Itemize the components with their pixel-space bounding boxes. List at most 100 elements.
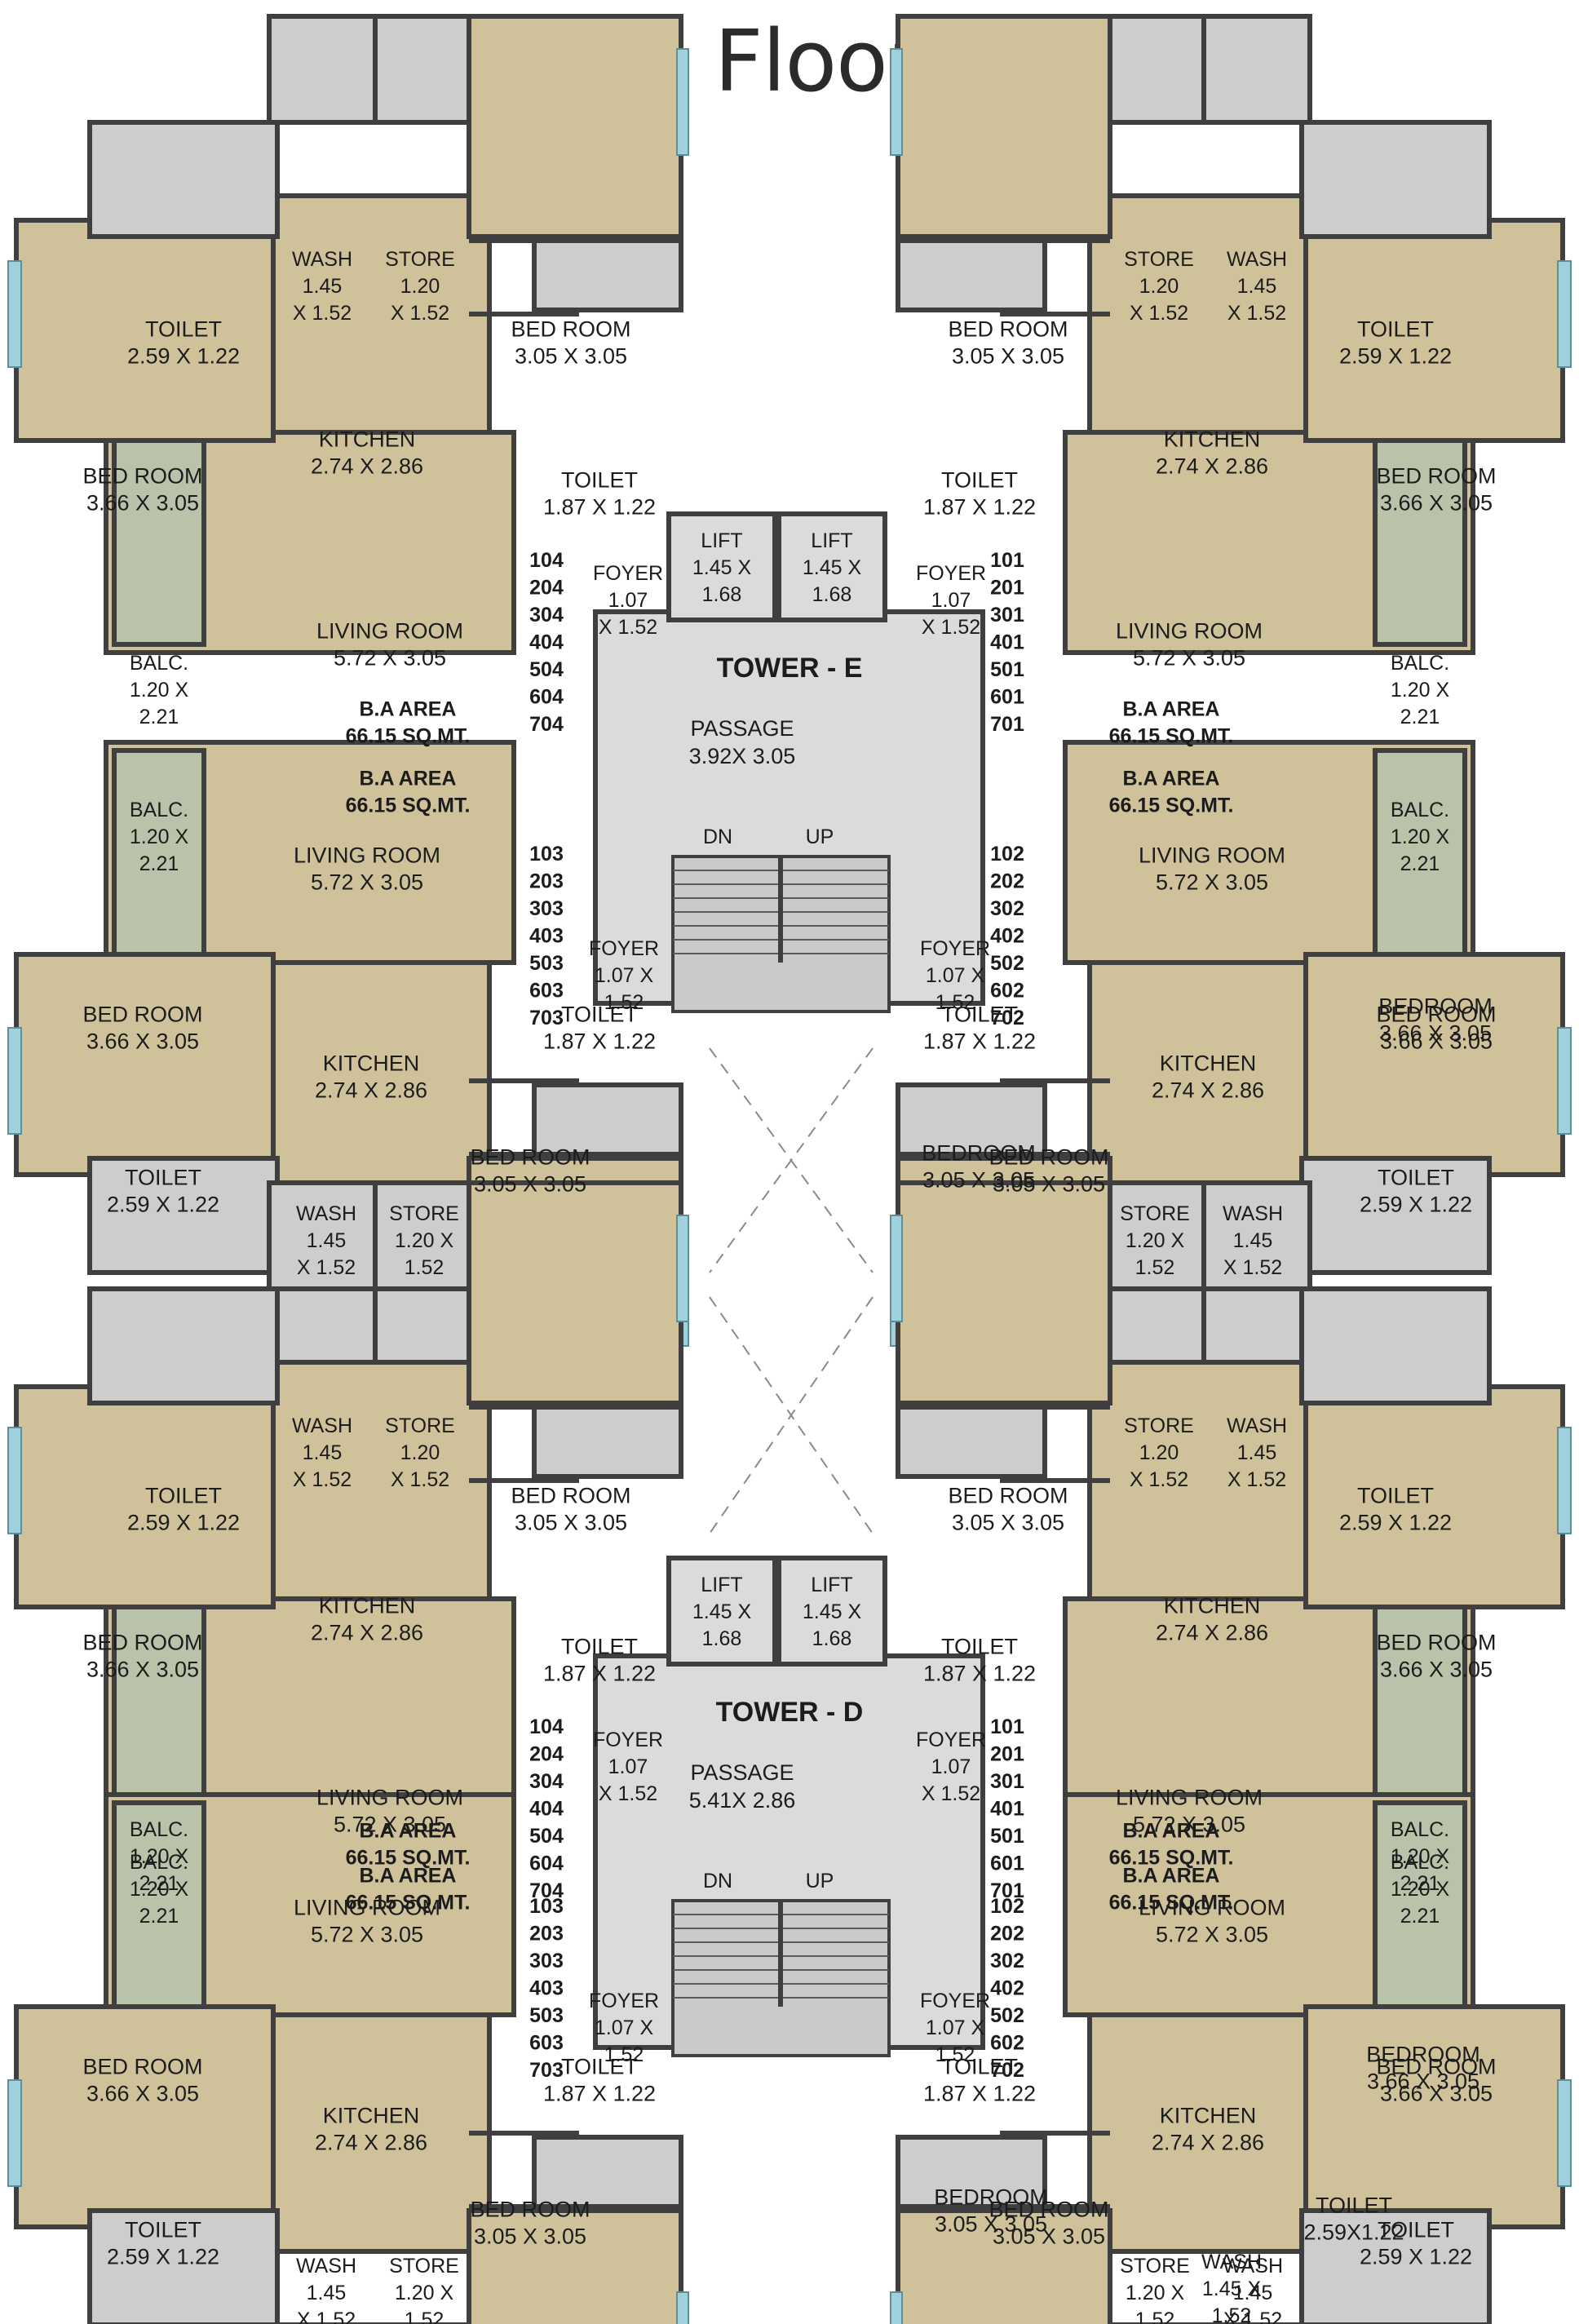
flat-number: 301 xyxy=(990,604,1024,626)
core-tower_e-lift-right xyxy=(776,511,887,622)
core-tower_d-lift-right xyxy=(776,1556,887,1667)
e-tl-toilet-small xyxy=(532,234,683,312)
flat-number: 101 xyxy=(990,1715,1024,1738)
core-tower_d-label: TOWER - D xyxy=(716,1697,864,1728)
window xyxy=(1557,260,1572,368)
flat-number: 703 xyxy=(529,2059,564,2082)
stair-dn-label: DN xyxy=(703,1870,732,1892)
flat-number: 204 xyxy=(529,577,564,600)
flat-number: 401 xyxy=(990,631,1024,654)
d-br-balcony xyxy=(1373,1800,1467,2017)
e-bl-toilet-small xyxy=(532,1082,683,1161)
flat-number: 602 xyxy=(990,2032,1024,2055)
flat-number: 101 xyxy=(990,549,1024,572)
window xyxy=(7,1427,22,1534)
flat-number: 704 xyxy=(529,713,564,736)
flat-number: 202 xyxy=(990,1923,1024,1946)
window xyxy=(676,48,689,156)
flat-number: 104 xyxy=(529,549,564,572)
flat-number: 303 xyxy=(529,1950,564,1972)
e-tr-wash xyxy=(1201,14,1312,125)
flat-number: 304 xyxy=(529,604,564,626)
flat-number: 702 xyxy=(990,2059,1024,2082)
flat-number: 401 xyxy=(990,1798,1024,1821)
e-tr-bed-room-large xyxy=(1303,218,1565,443)
flat-number: 404 xyxy=(529,1798,564,1821)
d-bl-bed-room-large xyxy=(14,2004,276,2229)
window xyxy=(1557,1427,1572,1534)
flat-number: 702 xyxy=(990,1007,1024,1029)
window xyxy=(676,1215,689,1322)
e-br-bed-room-large xyxy=(1303,952,1565,1177)
flat-number: 504 xyxy=(529,1825,564,1848)
flat-number: 503 xyxy=(529,2004,564,2027)
flat-number: 604 xyxy=(529,1853,564,1875)
d-tl-bed-room-large xyxy=(14,1384,276,1609)
d-tr-toilet-small xyxy=(896,1401,1047,1479)
flat-number: 601 xyxy=(990,686,1024,709)
light-well-diagonal xyxy=(709,1047,874,1273)
e-tl-bed-room-large xyxy=(14,218,276,443)
e-tr-toilet-small xyxy=(896,234,1047,312)
flat-number: 703 xyxy=(529,1007,564,1029)
flat-number: 304 xyxy=(529,1770,564,1793)
d-tr-bed-room-large xyxy=(1303,1384,1565,1609)
stair-dn-label: DN xyxy=(703,826,732,848)
flat-number: 602 xyxy=(990,980,1024,1003)
flat-number: 603 xyxy=(529,2032,564,2055)
window xyxy=(676,2291,689,2324)
flat-number: 102 xyxy=(990,843,1024,865)
d-br-toilet-small xyxy=(896,2135,1047,2213)
e-tl-balcony xyxy=(112,430,206,647)
core-tower_e-label: TOWER - E xyxy=(717,653,863,684)
flat-number: 403 xyxy=(529,1977,564,2000)
d-bl-balcony xyxy=(112,1800,206,2017)
flat-number: 704 xyxy=(529,1879,564,1902)
e-bl-toilet-large xyxy=(87,1156,280,1275)
flat-number: 201 xyxy=(990,577,1024,600)
e-br-toilet-small xyxy=(896,1082,1047,1161)
flat-number: 504 xyxy=(529,658,564,681)
flat-number: 302 xyxy=(990,897,1024,920)
